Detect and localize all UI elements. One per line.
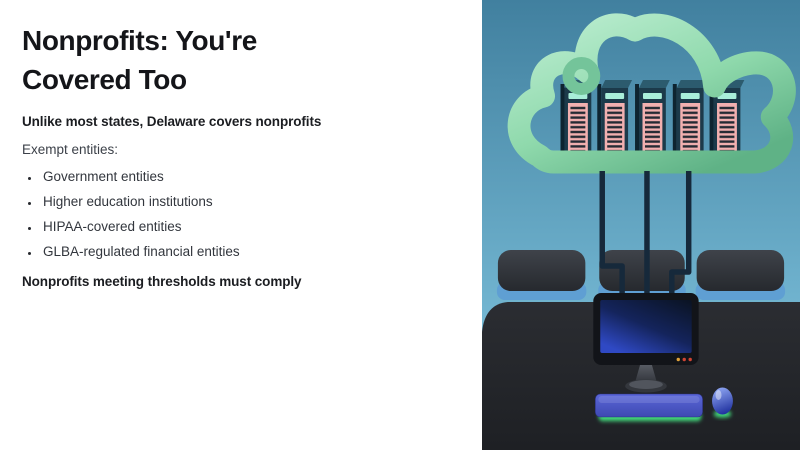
slide-illustration <box>482 0 800 450</box>
exempt-entities-label: Exempt entities: <box>22 142 119 158</box>
power-led <box>682 357 686 362</box>
charging-pad <box>496 250 587 300</box>
server-rack <box>597 80 633 168</box>
monitor <box>593 293 699 393</box>
cable-group <box>599 171 692 300</box>
bullet-item: GLBA-regulated financial entities <box>40 244 452 259</box>
cloud-curl-detail <box>562 57 601 95</box>
power-led <box>688 357 692 362</box>
slide-text-panel: Nonprofits: You're Covered Too Unlike mo… <box>22 22 452 289</box>
cloud-computing-illustration <box>482 0 800 450</box>
keyboard <box>594 393 703 421</box>
cable <box>599 171 625 300</box>
slide-subtitle: Unlike most states, Delaware covers nonp… <box>22 114 322 130</box>
server-rack <box>560 80 596 168</box>
bullet-item: HIPAA-covered entities <box>40 219 452 234</box>
charging-pad-group <box>496 250 786 300</box>
power-led <box>676 357 680 362</box>
bullet-item: Government entities <box>40 169 452 184</box>
monitor-screen <box>600 300 692 353</box>
bullet-item: Higher education institutions <box>40 194 452 209</box>
charging-pad <box>695 250 786 300</box>
exempt-entities-list: Government entitiesHigher education inst… <box>22 169 452 259</box>
cloud-icon <box>507 13 796 174</box>
page-title: Nonprofits: You're Covered Too <box>22 25 257 95</box>
mouse <box>712 387 733 418</box>
compliance-note: Nonprofits meeting thresholds must compl… <box>22 274 302 290</box>
cable <box>669 171 692 300</box>
